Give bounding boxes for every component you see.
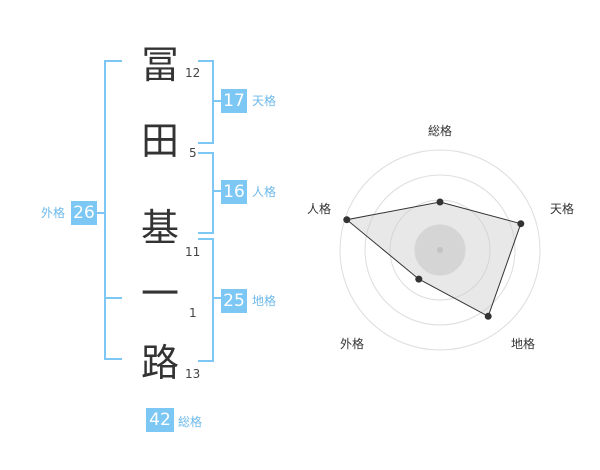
chikaku-bracket [198,238,214,362]
radar-label-tenkaku: 天格 [550,202,575,216]
radar-ring-4 [339,149,541,351]
name-char-2: 田 [140,119,179,163]
chikaku-label: 地格 [252,294,277,308]
radar-value-polygon [345,201,522,318]
tenkaku-value-badge: 17 [221,89,247,113]
gaikaku-bracket-top [104,60,122,62]
jinkaku-connector [213,190,221,192]
stroke-count-2: 5 [189,146,197,160]
name-char-3: 基 [140,206,179,250]
stroke-count-5: 13 [185,367,201,381]
radar-point-5 [343,216,351,224]
name-char-4: 一 [140,272,179,316]
jinkaku-label: 人格 [252,185,277,199]
radar-point-2 [517,220,525,228]
gaikaku-bracket-divider [104,297,122,299]
radar-label-gaikaku: 外格 [340,337,365,351]
gaikaku-value-badge: 26 [71,201,97,225]
tenkaku-label: 天格 [252,94,277,108]
radar-label-chikaku: 地格 [511,337,536,351]
gaikaku-bracket-bottom [104,358,122,360]
jinkaku-value-badge: 16 [221,180,247,204]
tenkaku-connector [213,100,221,102]
soukaku-value-badge: 42 [146,408,174,432]
name-char-5: 路 [140,341,179,385]
stroke-count-4: 1 [189,306,197,320]
stroke-count-3: 11 [185,245,201,259]
chikaku-value-badge: 25 [221,289,247,313]
gaikaku-label: 外格 [41,206,66,220]
tenkaku-bracket [198,60,214,144]
radar-point-4 [415,275,423,283]
gaikaku-bracket-connector [96,212,104,214]
radar-point-3 [484,312,492,320]
radar-label-jinkaku: 人格 [307,202,332,216]
radar-point-1 [436,198,444,206]
stroke-count-1: 12 [185,66,201,80]
radar-label-soukaku: 総格 [428,124,453,138]
soukaku-label: 総格 [178,415,203,429]
radar-ring-3 [364,174,516,326]
jinkaku-bracket [198,152,214,234]
radar-center-dot [437,247,443,253]
gaikaku-bracket-spine [104,60,106,360]
name-char-1: 冨 [140,43,179,87]
chikaku-connector [213,297,221,299]
